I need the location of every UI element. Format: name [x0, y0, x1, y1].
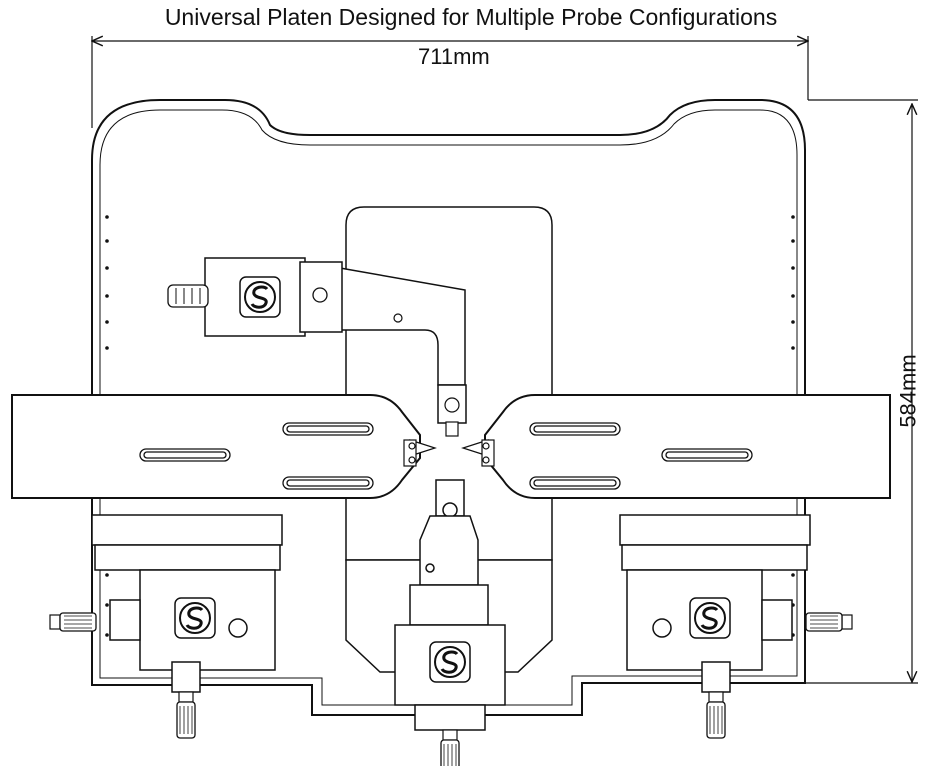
right-probe-positioner [619, 514, 811, 693]
diagram-title: Universal Platen Designed for Multiple P… [164, 4, 778, 30]
stage-slots [139, 422, 753, 490]
right-probe-logo-icon [688, 596, 732, 640]
left-probe-bottom-knob-icon [176, 691, 196, 739]
bottom-probe-logo-icon [428, 640, 472, 684]
left-probe-side-knob-icon [49, 612, 97, 632]
top-left-probe-positioner [167, 257, 343, 337]
top-left-probe-logo-icon [238, 275, 282, 319]
right-probe-side-knob-icon [805, 612, 853, 632]
bottom-probe-knob-icon [440, 729, 460, 766]
platen-inner-outline [99, 109, 798, 706]
probe-tips [403, 439, 495, 467]
width-dimension-label: 711mm [418, 44, 490, 69]
height-dimension-line [800, 99, 918, 684]
bottom-probe-body [394, 479, 506, 731]
right-probe-bottom-knob-icon [706, 691, 726, 739]
mounting-holes [105, 215, 795, 637]
left-stage-plate [11, 394, 421, 499]
width-dimension-line [92, 36, 808, 128]
left-probe-logo-icon [173, 596, 217, 640]
